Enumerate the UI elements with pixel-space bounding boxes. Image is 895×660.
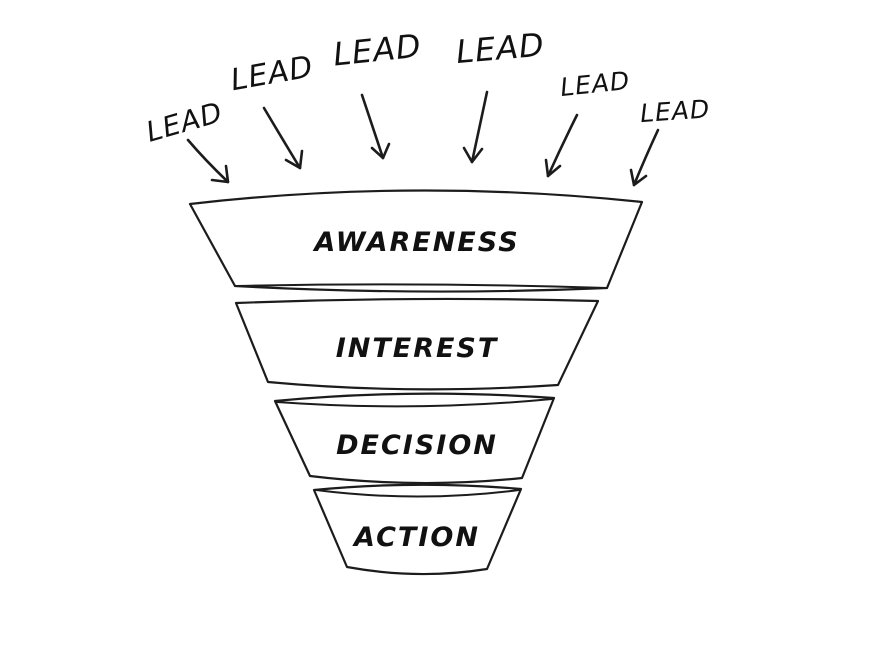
arrow-3 [360,93,391,160]
arrow-5 [544,113,579,178]
lead-arrows [186,90,660,187]
lead-label-3: LEAD [331,26,423,73]
stage-label-decision: DECISION [336,430,498,461]
lead-label-4: LEAD [455,25,547,71]
stage-label-awareness: AWARENESS [312,227,519,258]
lead-labels: LEAD LEAD LEAD LEAD LEAD LEAD [142,25,711,148]
lead-label-1: LEAD [142,95,226,148]
stage-labels: AWARENESS INTEREST DECISION ACTION [312,227,519,553]
stage-label-interest: INTEREST [336,333,499,364]
lead-label-6: LEAD [639,94,711,128]
funnel-tier-decision [273,392,556,485]
arrow-2 [262,106,304,170]
arrow-1 [186,138,230,184]
funnel-tier-action [312,483,523,576]
funnel-tier-awareness [188,189,644,293]
lead-label-2: LEAD [228,49,316,98]
funnel-tier-interest [234,297,600,391]
arrow-4 [462,90,489,164]
stage-label-action: ACTION [352,522,480,553]
lead-label-5: LEAD [559,66,632,102]
arrow-6 [629,128,660,187]
